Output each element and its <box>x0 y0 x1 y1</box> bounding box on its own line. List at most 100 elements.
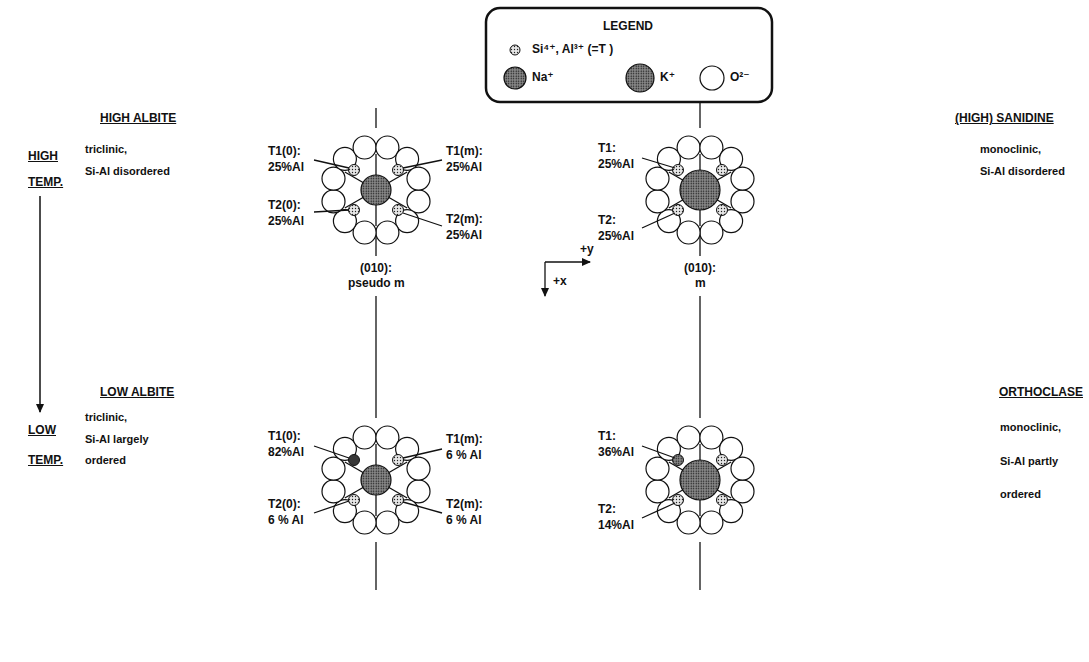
label: TEMP. <box>28 454 63 468</box>
oxygen-atom <box>322 167 345 190</box>
oxygen-atom <box>700 511 723 534</box>
label: 25%Al <box>268 161 304 175</box>
label: HIGH ALBITE <box>100 112 176 126</box>
label: +y <box>580 243 594 257</box>
label: +x <box>553 275 567 289</box>
cation <box>361 175 391 205</box>
t-site <box>717 455 728 466</box>
label: T1: <box>598 142 616 156</box>
k-symbol <box>626 64 654 92</box>
label: T1(m): <box>446 433 483 447</box>
legend-text: Na⁺ <box>532 71 554 85</box>
oxygen-atom <box>353 426 376 449</box>
label: 25%Al <box>598 230 634 244</box>
mirror-plane-line <box>699 236 700 256</box>
label: Si-Al disordered <box>85 165 170 178</box>
t-site <box>717 165 728 176</box>
leader-line <box>314 160 349 168</box>
leader-line <box>403 449 442 458</box>
t-site <box>717 205 728 216</box>
label: T2: <box>598 214 616 228</box>
label: 14%Al <box>598 519 634 533</box>
oxygen-atom <box>731 457 754 480</box>
oxygen-atom <box>353 511 376 534</box>
leader-line <box>642 213 675 228</box>
label: (010): <box>684 262 716 276</box>
t-site <box>393 495 404 506</box>
label: triclinic, <box>85 143 127 156</box>
label: Si-Al partly <box>1000 455 1058 468</box>
oxygen-atom <box>700 426 723 449</box>
cation <box>361 465 391 495</box>
leader-line <box>403 213 442 226</box>
oxygen-atom <box>700 136 723 159</box>
t-site <box>349 165 360 176</box>
label: m <box>695 277 706 291</box>
na-symbol <box>504 67 526 89</box>
t-site <box>673 455 684 466</box>
t-site <box>673 165 684 176</box>
mirror-plane-line <box>375 236 376 256</box>
t-site <box>717 495 728 506</box>
t-site <box>349 455 360 466</box>
legend-box <box>486 8 772 102</box>
cation <box>680 460 720 500</box>
label: LEGEND <box>603 20 653 34</box>
t-site <box>349 205 360 216</box>
label: 25%Al <box>446 229 482 243</box>
label: 36%Al <box>598 446 634 460</box>
leader-line <box>642 446 675 458</box>
oxygen-atom <box>376 511 399 534</box>
label: 25%Al <box>268 215 304 229</box>
label: (010): <box>360 262 392 276</box>
oxygen-atom <box>731 167 754 190</box>
oxygen-atom <box>677 511 700 534</box>
leader-line <box>403 502 442 513</box>
label: triclinic, <box>85 411 127 424</box>
label: T2(0): <box>268 199 301 213</box>
oxygen-atom <box>731 190 754 213</box>
oxygen-atom <box>700 221 723 244</box>
label: 82%Al <box>268 446 304 460</box>
label: monoclinic, <box>980 143 1041 156</box>
oxygen-atom <box>322 457 345 480</box>
label: ordered <box>85 454 126 467</box>
oxygen-atom <box>376 136 399 159</box>
label: T2(m): <box>446 213 483 227</box>
axis-x <box>544 262 545 296</box>
temperature-arrow <box>39 196 41 412</box>
label: T2(m): <box>446 498 483 512</box>
oxygen-atom <box>677 426 700 449</box>
oxygen-atom <box>407 480 430 503</box>
cation <box>680 170 720 210</box>
oxygen-atom <box>353 221 376 244</box>
label: ordered <box>1000 488 1041 501</box>
label: T1(0): <box>268 430 301 444</box>
leader-line <box>314 446 349 458</box>
label: T2(0): <box>268 498 301 512</box>
oxygen-atom <box>731 480 754 503</box>
mirror-plane-line <box>699 102 700 128</box>
axis-y <box>545 261 590 262</box>
oxygen-atom <box>646 480 669 503</box>
mirror-plane-line <box>699 542 700 590</box>
t-site <box>393 455 404 466</box>
mirror-plane-line <box>375 542 376 590</box>
label: (HIGH) SANIDINE <box>955 112 1054 126</box>
oxygen-atom <box>376 221 399 244</box>
leader-line <box>314 210 349 212</box>
mirror-plane-line <box>375 296 376 418</box>
oxygen-atom <box>646 167 669 190</box>
leader-line <box>403 160 442 168</box>
label: 25%Al <box>446 161 482 175</box>
label: 6 % Al <box>446 449 482 463</box>
t-site <box>349 495 360 506</box>
oxygen-atom <box>322 190 345 213</box>
label: Si-Al largely <box>85 433 149 446</box>
oxygen-atom <box>677 136 700 159</box>
oxygen-atom <box>353 136 376 159</box>
label: 25%Al <box>598 158 634 172</box>
label: 6 % Al <box>268 514 304 528</box>
oxygen-atom <box>376 426 399 449</box>
